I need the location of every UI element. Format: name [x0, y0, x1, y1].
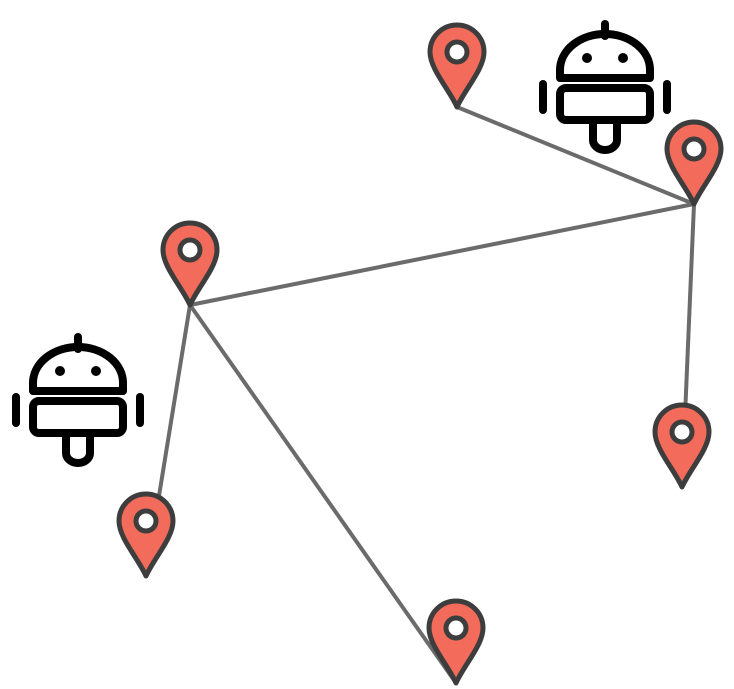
map-pin-icon — [652, 402, 712, 490]
edge-pin-top-pin-upper-right — [455, 105, 696, 206]
map-pin-icon — [426, 598, 486, 686]
edge-pin-upper-right-pin-left — [188, 202, 696, 307]
robots — [12, 20, 671, 467]
robot-icon — [12, 333, 144, 467]
location-pins — [116, 22, 724, 686]
connection-lines — [144, 105, 696, 685]
map-pin-icon — [664, 119, 724, 207]
map-pin-icon — [160, 220, 220, 308]
robot-icon — [539, 20, 671, 154]
edge-pin-left-pin-bottom-center — [188, 303, 458, 685]
map-pin-icon — [427, 22, 487, 110]
map-pin-icon — [116, 491, 176, 579]
